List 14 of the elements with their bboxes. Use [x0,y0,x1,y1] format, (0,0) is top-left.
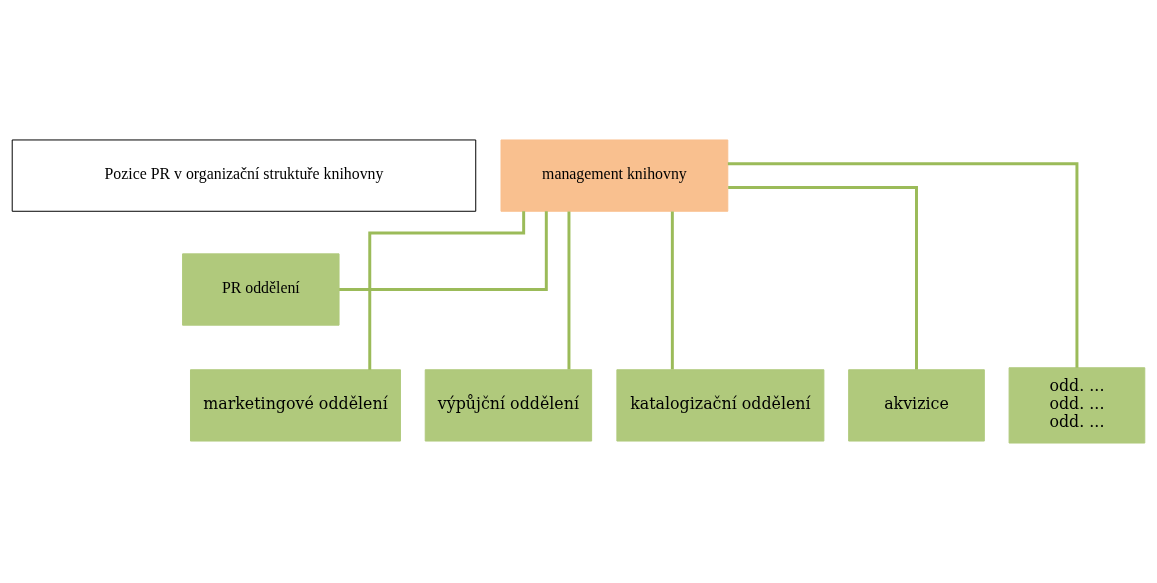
node-box: katalogizační oddělení [616,369,825,442]
connector [727,162,1079,368]
connector [567,211,571,370]
connector [728,186,918,370]
connector [368,211,526,370]
node-box: marketingové oddělení [190,369,401,442]
node-box: výpůjční oddělení [424,369,593,442]
connector [339,211,548,291]
node-box: odd. ... odd. ... odd. ... [1008,367,1146,444]
node-box: PR oddělení [182,253,340,326]
connector [670,211,674,370]
node-box: akvizice [848,369,985,442]
node-box: management knihovny [500,139,729,212]
node-box: Pozice PR v organizační struktuře knihovny [11,139,477,212]
